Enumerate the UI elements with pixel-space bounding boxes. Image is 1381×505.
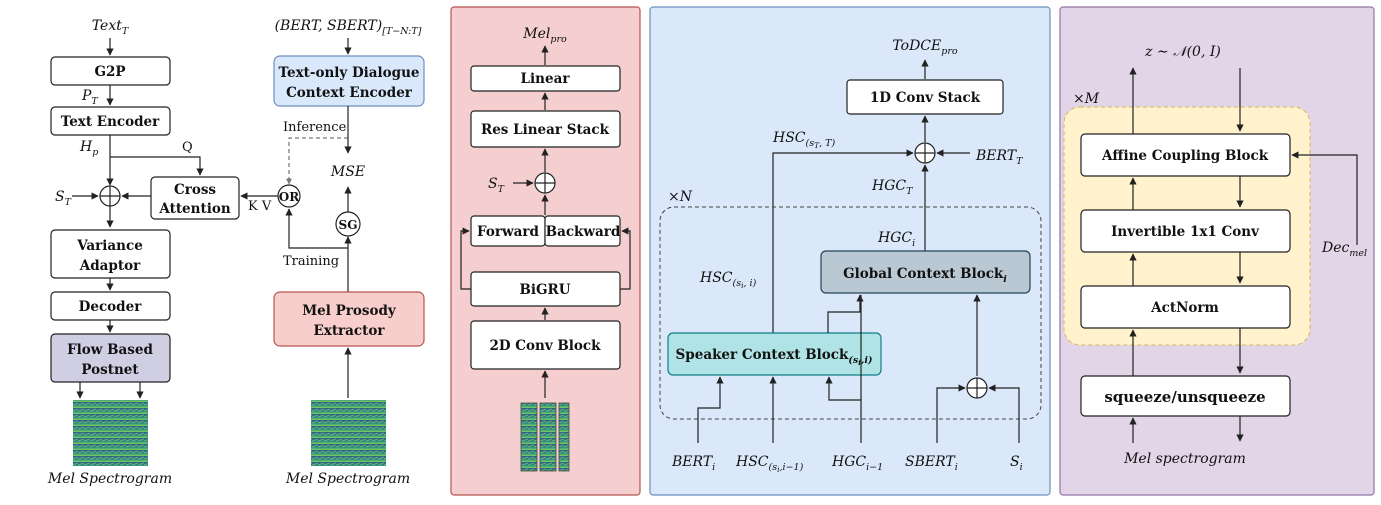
text-encoder-label: Text Encoder xyxy=(61,114,160,130)
z-prior-label: z ∼ 𝒩(0, I) xyxy=(1144,44,1221,60)
hgc-i-label: HGCi xyxy=(877,230,915,249)
hgc-t-label: HGCT xyxy=(871,178,913,197)
cross-attention-box xyxy=(150,176,240,220)
global-block-label: Global Context Blocki xyxy=(843,266,1007,285)
variance-label-2: Adaptor xyxy=(79,258,141,274)
bert-t-label: BERTT xyxy=(975,148,1023,167)
squeeze-label: squeeze/unsqueeze xyxy=(1104,388,1265,406)
postnet-box xyxy=(50,333,171,383)
context-encoder-panel: ToDCEpro 1D Conv Stack HSC(sT, T) BERTT … xyxy=(649,6,1051,496)
mel-prosody-extractor-box xyxy=(273,291,425,347)
h-p-label: Hp xyxy=(79,139,98,158)
postnet-label-2: Postnet xyxy=(81,362,139,378)
p-t-label: PT xyxy=(81,88,98,107)
actnorm-label: ActNorm xyxy=(1150,300,1219,316)
mse-label: MSE xyxy=(330,164,365,180)
in-hgc-label: HGCi−1 xyxy=(831,454,883,473)
sg-label: SG xyxy=(339,218,358,232)
conv2d-label: 2D Conv Block xyxy=(489,338,601,354)
bert-input-label: (BERT, SBERT)[T−N:T] xyxy=(275,18,422,37)
backward-box xyxy=(544,215,621,247)
actnorm-box xyxy=(1080,285,1291,329)
in-hsc-label: HSC(si,i−1) xyxy=(735,454,804,474)
backward-label: Backward xyxy=(546,224,621,240)
in-s-label: Si xyxy=(1010,454,1023,473)
cross-attention-label-2: Attention xyxy=(158,201,230,217)
hsc-top-label: HSC(sT, T) xyxy=(772,130,836,150)
in-sbert-label: SBERTi xyxy=(905,454,958,473)
or-label: OR xyxy=(279,190,300,204)
repeat-n-region xyxy=(659,206,1042,420)
squeeze-box xyxy=(1080,375,1291,417)
res-linear-label: Res Linear Stack xyxy=(481,122,610,138)
s-t-label-left: ST xyxy=(55,189,72,208)
conv1d-label: 1D Conv Stack xyxy=(870,90,981,106)
mel-spectrogram-input-label: Mel Spectrogram xyxy=(285,471,410,487)
affine-label: Affine Coupling Block xyxy=(1101,148,1269,164)
res-linear-stack-box xyxy=(470,110,621,148)
flow-postnet-panel: z ∼ 𝒩(0, I) ×M Affine Coupling Block Dec… xyxy=(1059,6,1375,496)
affine-coupling-box xyxy=(1080,133,1291,177)
invertible-conv-box xyxy=(1080,209,1291,253)
dialogue-label-2: Context Encoder xyxy=(286,85,413,101)
linear-label: Linear xyxy=(521,71,571,87)
mel-pro-label: Melpro xyxy=(522,26,567,45)
times-m-label: ×M xyxy=(1073,91,1100,107)
todce-label: ToDCEpro xyxy=(892,38,957,57)
conv2d-block-box xyxy=(470,320,621,370)
prosody-label-1: Mel Prosody xyxy=(302,303,397,319)
dec-mel-label: Decmel xyxy=(1321,240,1367,259)
forward-label: Forward xyxy=(477,224,539,240)
text-t-label: TextT xyxy=(92,18,129,37)
speaker-block-label: Speaker Context Block(si,i) xyxy=(676,347,873,367)
bigru-label: BiGRU xyxy=(519,282,570,298)
times-n-label: ×N xyxy=(668,189,693,205)
training-label: Training xyxy=(283,254,339,269)
speaker-context-block-box xyxy=(667,332,882,376)
stop-gradient-node xyxy=(335,211,361,237)
postnet-label-1: Flow Based xyxy=(67,342,153,358)
cross-attention-label-1: Cross xyxy=(174,182,216,198)
mel-spectrogram-output-image xyxy=(73,400,148,466)
prosody-extractor-panel: Melpro Linear Res Linear Stack ST Forwar… xyxy=(450,6,641,496)
mel-slice-2 xyxy=(539,402,557,472)
conv1d-stack-box xyxy=(846,79,1004,115)
q-label: Q xyxy=(182,140,193,155)
prosody-label-2: Extractor xyxy=(313,323,385,339)
mel-slice-1 xyxy=(520,402,538,472)
invertible-label: Invertible 1x1 Conv xyxy=(1111,224,1260,240)
variance-label-1: Variance xyxy=(76,238,143,254)
mel-spectrogram-flow-label: Mel spectrogram xyxy=(1123,451,1246,467)
global-context-block-box xyxy=(820,250,1031,294)
s-t-label-mid: ST xyxy=(488,176,505,195)
in-bert-label: BERTi xyxy=(671,454,715,473)
kv-label: K V xyxy=(248,199,272,214)
mel-spectrogram-output-label: Mel Spectrogram xyxy=(47,471,172,487)
mel-spectrogram-input-image xyxy=(311,400,386,466)
hsc-si-label: HSC(si, i) xyxy=(699,270,757,290)
g2p-label: G2P xyxy=(94,64,125,80)
dialogue-label-1: Text-only Dialogue xyxy=(278,65,419,81)
dialogue-context-encoder-box xyxy=(273,55,425,107)
or-node xyxy=(277,184,301,208)
decoder-label: Decoder xyxy=(79,299,143,315)
inference-label: Inference xyxy=(283,120,347,135)
linear-box xyxy=(470,65,621,92)
mel-slice-3 xyxy=(558,402,570,472)
left-section: TextT G2P PT Text Encoder Hp Q ST Cross … xyxy=(47,18,425,487)
